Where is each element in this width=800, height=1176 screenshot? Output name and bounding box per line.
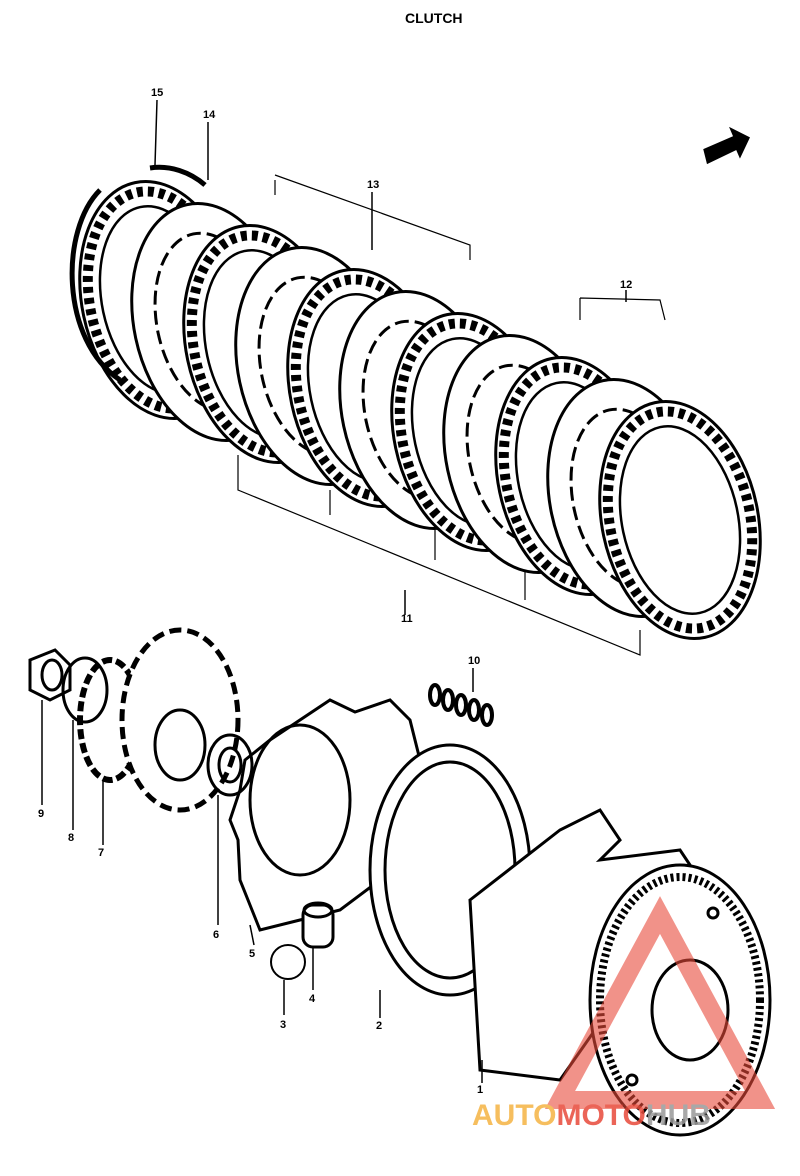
part-label-12: 12 <box>620 279 632 291</box>
watermark-triangle <box>544 896 776 1109</box>
ball <box>270 944 306 980</box>
part-label-7: 7 <box>98 847 104 859</box>
part-label-11: 11 <box>401 613 413 625</box>
part-label-2: 2 <box>376 1020 382 1032</box>
diagram-title: CLUTCH <box>405 10 463 26</box>
watermark: AUTOMOTOHUB <box>472 896 776 1132</box>
bracket-12 <box>579 297 666 321</box>
friction-plate <box>598 400 762 640</box>
lower-parts <box>28 99 772 1137</box>
part-label-13: 13 <box>367 179 379 191</box>
bracket-11 <box>237 455 641 656</box>
watermark-hub: HUB <box>646 1099 711 1132</box>
washer <box>61 656 109 724</box>
watermark-moto: MOTO <box>556 1099 645 1132</box>
spring <box>428 683 494 727</box>
part-label-14: 14 <box>203 109 216 121</box>
part-label-8: 8 <box>68 832 74 844</box>
part-label-9: 9 <box>38 808 44 820</box>
front-arrow-icon <box>703 126 750 165</box>
part-label-4: 4 <box>309 993 316 1005</box>
nut <box>28 648 72 702</box>
part-label-6: 6 <box>213 929 219 941</box>
part-label-3: 3 <box>280 1019 286 1031</box>
part-label-1: 1 <box>477 1084 483 1096</box>
thrust-washer <box>206 733 254 797</box>
part-label-10: 10 <box>468 655 480 667</box>
circlip <box>69 188 122 383</box>
part-label-5: 5 <box>249 948 255 960</box>
bearing <box>301 903 335 949</box>
svg-text:AUTOMOTOHUB: AUTOMOTOHUB <box>472 1099 711 1132</box>
part-label-15: 15 <box>151 87 163 99</box>
clutch-hub <box>119 627 241 813</box>
leader-lines <box>41 99 627 1083</box>
bracket-13 <box>274 174 471 260</box>
watermark-auto: AUTO <box>472 1099 556 1132</box>
part-number-labels: 15 14 13 12 11 10 9 8 7 6 5 4 3 2 1 <box>38 87 632 1096</box>
clutch-plate-stack <box>78 180 762 640</box>
